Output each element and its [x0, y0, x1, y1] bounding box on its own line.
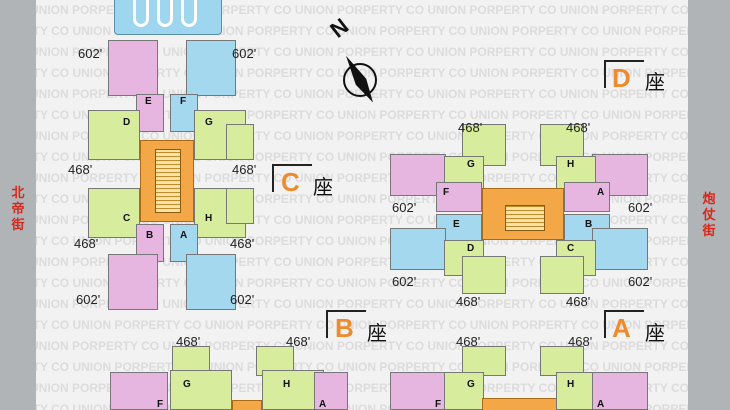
- block-b-suffix: 座: [367, 321, 387, 345]
- unit-size-label: 468': [458, 120, 483, 135]
- unit-size-label: 602': [392, 274, 417, 289]
- watermark-text: UNION PORPERTY CO UNION PORPERTY CO UNIO…: [30, 171, 730, 185]
- unit-size-label: 468': [456, 294, 481, 309]
- unit-size-label: 602': [232, 46, 257, 61]
- compass-north-label: N: [325, 13, 353, 42]
- unit-size-label: 602': [76, 292, 101, 307]
- unit-size-label: 468': [568, 334, 593, 349]
- block-c-letter: C: [281, 167, 300, 197]
- watermark-text: UNION PORPERTY CO UNION PORPERTY CO UNIO…: [0, 66, 730, 80]
- wave-icon: [181, 0, 197, 27]
- block-c-core: [140, 140, 194, 222]
- block-d-core: [482, 188, 564, 240]
- block-d-letter: D: [612, 63, 631, 93]
- unit-size-label: 602': [628, 274, 653, 289]
- block-d-plan: G H F A E B D C: [388, 120, 660, 298]
- watermark-text: UNION PORPERTY CO UNION PORPERTY CO UNIO…: [0, 402, 730, 410]
- swimming-pool: [114, 0, 222, 35]
- staircase-icon: [505, 205, 545, 231]
- wave-icon: [157, 0, 173, 27]
- unit-size-label: 602': [230, 292, 255, 307]
- block-a-bracket: [604, 310, 644, 338]
- unit-size-label: 468': [232, 162, 257, 177]
- unit-size-label: 468': [176, 334, 201, 349]
- unit-size-label: 468': [68, 162, 93, 177]
- unit-size-label: 468': [230, 236, 255, 251]
- block-c-plan: E F D G C H B A: [84, 38, 264, 314]
- street-left: 北帝街: [0, 0, 36, 410]
- unit-size-label: 468': [74, 236, 99, 251]
- block-b-plan: F G H A: [108, 342, 348, 410]
- street-right: 炮仗街: [688, 0, 730, 410]
- unit-size-label: 602': [392, 200, 417, 215]
- block-b-letter: B: [335, 313, 354, 343]
- unit-size-label: 602': [628, 200, 653, 215]
- block-c-bracket: [272, 164, 312, 192]
- block-b-bracket: [326, 310, 366, 338]
- block-c-suffix: 座: [313, 175, 333, 199]
- unit-size-label: 468': [566, 294, 591, 309]
- unit-size-label: 468': [286, 334, 311, 349]
- block-a-letter: A: [612, 313, 631, 343]
- block-a-suffix: 座: [645, 321, 665, 345]
- unit-size-label: 468': [456, 334, 481, 349]
- watermark-text: UNION PORPERTY CO UNION PORPERTY CO UNIO…: [0, 318, 730, 332]
- north-arrow-icon: N: [325, 13, 377, 103]
- wave-icon: [133, 0, 149, 27]
- staircase-icon: [155, 149, 181, 213]
- unit-size-label: 602': [78, 46, 103, 61]
- unit-size-label: 468': [566, 120, 591, 135]
- block-a-plan: F G H A: [388, 342, 660, 410]
- block-d-bracket: [604, 60, 644, 88]
- street-right-label: 炮仗街: [702, 192, 716, 239]
- block-d-suffix: 座: [645, 70, 665, 94]
- street-left-label: 北帝街: [11, 186, 25, 233]
